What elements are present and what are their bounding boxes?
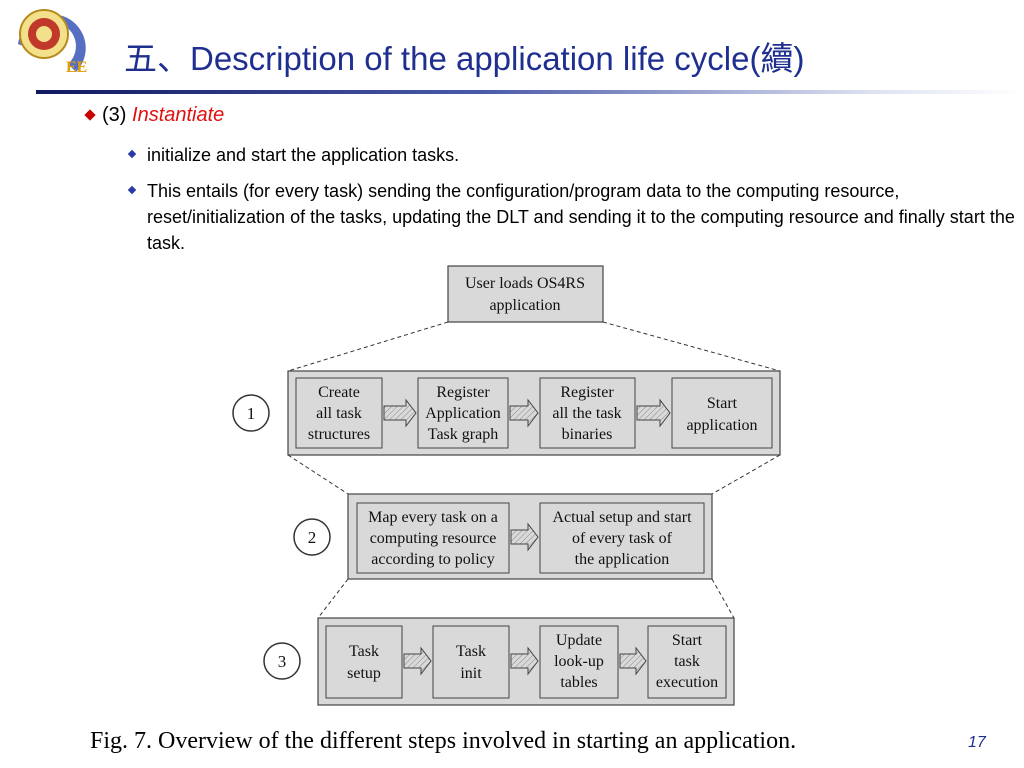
stage1-box-3-line3: binaries	[562, 426, 613, 443]
stage1-box-1-line1: Create	[318, 384, 360, 401]
stage3-box-3-line3: tables	[560, 674, 597, 691]
bullet-emphasis: Instantiate	[132, 104, 225, 126]
stage1-box-2-line3: Task graph	[428, 426, 498, 443]
stage2-box-1-line1: Map every task on a	[368, 509, 498, 526]
stage1-circle	[232, 394, 270, 432]
stage3-number: 3	[278, 652, 287, 671]
stage1-box-2	[417, 377, 509, 449]
subbullet-2: This entails (for every task) sending th…	[127, 178, 1024, 256]
stage2-box-1-line3: according to policy	[371, 551, 495, 568]
stage1-box-2-line2: Application	[425, 405, 501, 422]
stage2-box-2-line3: the application	[575, 551, 670, 568]
stage3-circle	[263, 642, 301, 680]
bullet-level1: (3) Instantiate	[84, 104, 225, 127]
svg-text:EE: EE	[66, 59, 87, 76]
stage1-box-4	[671, 377, 773, 449]
stage3-box-3-line2: look-up	[554, 653, 604, 670]
bullet-number: (3)	[102, 104, 127, 126]
page-number: 17	[968, 734, 986, 751]
stage1-box-3-line1: Register	[560, 384, 614, 401]
stage3-box-4	[647, 625, 727, 699]
stage3-box-1-line1: Task	[349, 643, 379, 660]
subbullet-1: initialize and start the application tas…	[127, 142, 460, 168]
stage3-box-2	[432, 625, 510, 699]
stage1-arrows	[383, 398, 671, 428]
user-loads-box	[447, 265, 604, 323]
stage1-box-4-line1: Start	[707, 395, 738, 412]
figure-caption: Fig. 7. Overview of the different steps …	[90, 728, 797, 754]
stage3-box-4-line1: Start	[672, 632, 703, 649]
stage2-circle	[293, 518, 331, 556]
stage3-box-4-line2: task	[674, 653, 700, 670]
stage1-box-2-line1: Register	[436, 384, 490, 401]
subbullet-text: This entails (for every task) sending th…	[147, 181, 1015, 253]
subbullet-text: initialize and start the application tas…	[147, 145, 460, 165]
stage3-box-1	[325, 625, 403, 699]
user-loads-line1: User loads OS4RS	[465, 275, 585, 292]
stage2-box-2-line2: of every task of	[572, 530, 673, 547]
stage1-box-4-line2: application	[686, 417, 757, 434]
stage3-box-3-line1: Update	[556, 632, 602, 649]
stage2-number: 2	[308, 528, 317, 547]
stage1-box-1-line3: structures	[308, 426, 370, 443]
stage1-box-3-line2: all the task	[552, 405, 621, 422]
stage2-arrows	[510, 522, 539, 552]
stage3-box-1-line2: setup	[347, 665, 381, 682]
title-divider	[36, 90, 1024, 94]
stage2-box-2	[539, 502, 705, 574]
slide-title: 五、Description of the application life cy…	[124, 40, 805, 77]
stage2-box-1	[356, 502, 510, 574]
stage3-arrows	[403, 646, 647, 676]
stage3-box-2-line2: init	[460, 665, 482, 682]
stage3-box-4-line3: execution	[656, 674, 718, 691]
stage2-box-1-line2: computing resource	[370, 530, 497, 547]
stage1-box-1-line2: all task	[316, 405, 362, 422]
stage3-box-2-line1: Task	[456, 643, 486, 660]
stage1-number: 1	[247, 404, 256, 423]
stage3-box-3	[539, 625, 619, 699]
stage1-box-1	[295, 377, 383, 449]
user-loads-line2: application	[489, 297, 560, 314]
stage2-box-2-line1: Actual setup and start	[552, 509, 692, 526]
stage1-box-3	[539, 377, 636, 449]
university-logo: EE	[18, 9, 87, 76]
